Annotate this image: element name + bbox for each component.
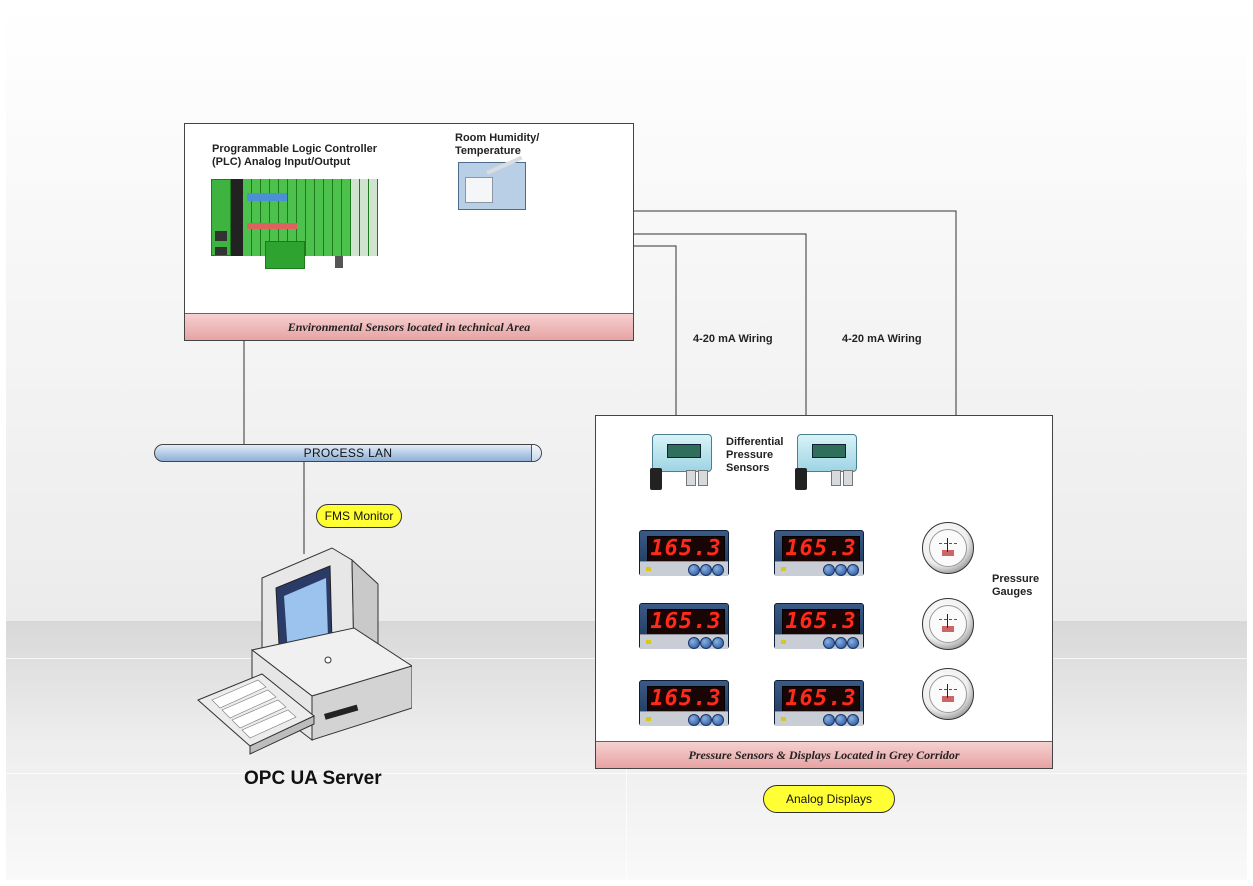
humidity-label-line2: Temperature: [455, 145, 521, 157]
pressure-gauge-icon: [922, 668, 974, 720]
analog-displays-callout: Analog Displays: [763, 785, 895, 813]
wiring-label-left: 4-20 mA Wiring: [693, 333, 773, 345]
digital-display-icon: 165.3: [639, 680, 729, 726]
digital-display-icon: 165.3: [639, 603, 729, 649]
dp-label-line1: Differential: [726, 436, 784, 448]
dp-label-line2: Pressure: [726, 449, 774, 461]
digital-display-icon: 165.3: [774, 603, 864, 649]
display-readout: 165.3: [647, 536, 725, 562]
digital-display-icon: 165.3: [774, 680, 864, 726]
wiring-label-right: 4-20 mA Wiring: [842, 333, 922, 345]
gauges-label-line2: Gauges: [992, 586, 1033, 598]
process-lan-label: PROCESS LAN: [303, 446, 393, 460]
humidity-label-line1: Room Humidity/: [455, 132, 540, 144]
pressure-gauge-icon: [922, 598, 974, 650]
gauges-label-line1: Pressure: [992, 573, 1040, 585]
display-readout: 165.3: [782, 609, 860, 635]
dp-label-line3: Sensors: [726, 462, 770, 474]
computer-workstation-icon: [197, 547, 412, 755]
differential-pressure-sensor-icon: [791, 434, 861, 494]
environmental-caption: Environmental Sensors located in technic…: [185, 313, 633, 340]
pressure-caption: Pressure Sensors & Displays Located in G…: [596, 741, 1052, 768]
humidity-sensor-icon: [458, 155, 526, 210]
plc-controller-icon: [211, 179, 378, 271]
plc-label-line1: Programmable Logic Controller: [212, 143, 378, 155]
display-readout: 165.3: [647, 609, 725, 635]
pressure-gauge-icon: [922, 522, 974, 574]
differential-pressure-sensor-icon: [646, 434, 716, 494]
display-readout: 165.3: [782, 686, 860, 712]
diagram-canvas: Programmable Logic Controller (PLC) Anal…: [6, 6, 1247, 880]
display-readout: 165.3: [647, 686, 725, 712]
environmental-sensors-panel: Programmable Logic Controller (PLC) Anal…: [184, 123, 634, 341]
digital-display-icon: 165.3: [639, 530, 729, 576]
digital-display-icon: 165.3: [774, 530, 864, 576]
display-readout: 165.3: [782, 536, 860, 562]
process-lan-bus: PROCESS LAN: [154, 444, 542, 462]
lan-end-cap: [531, 445, 541, 461]
fms-monitor-callout: FMS Monitor: [316, 504, 402, 528]
server-label: OPC UA Server: [244, 768, 382, 789]
pressure-sensors-panel: Differential Pressure Sensors Pressure G…: [595, 415, 1053, 769]
plc-label-line2: (PLC) Analog Input/Output: [212, 156, 351, 168]
